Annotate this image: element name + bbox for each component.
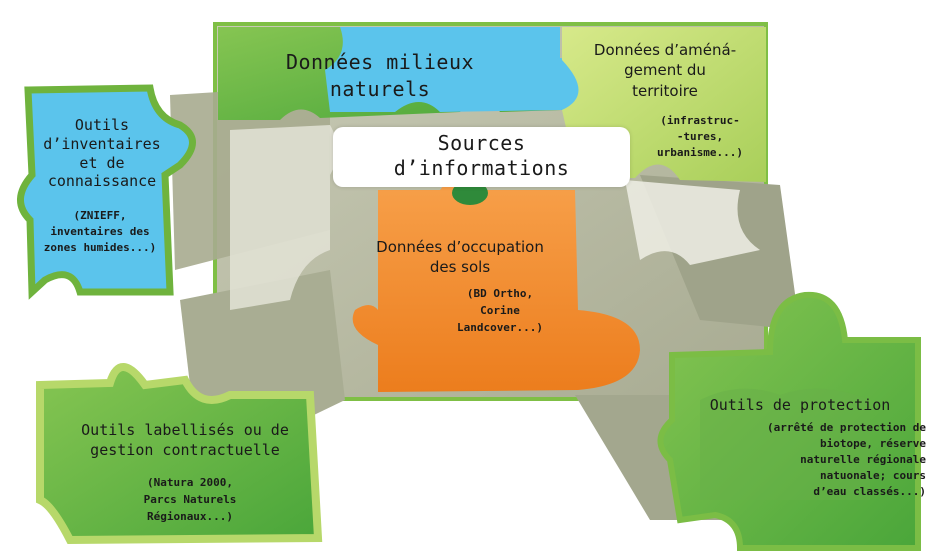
labellises-line1: Outils labellisés ou de	[81, 421, 289, 439]
milieux-label: Données milieux naturels	[240, 52, 520, 100]
labellises-piece	[36, 363, 323, 545]
center-label-box	[333, 127, 630, 187]
occupation-line1: Données d’occupation	[376, 238, 544, 256]
inventaires-detail1: (ZNIEFF,	[73, 209, 127, 222]
inventaires-label: Outils d’inventaires et de connaissance	[28, 116, 176, 191]
labellises-detail2: Parcs Naturels	[143, 493, 237, 507]
inventaires-line3: et de	[79, 153, 125, 172]
inventaires-detail: (ZNIEFF, inventaires des zones humides..…	[20, 208, 180, 256]
protection-line1: Outils de protection	[709, 396, 891, 414]
labellises-detail: (Natura 2000, Parcs Naturels Régionaux..…	[100, 474, 280, 525]
occupation-detail1: (BD Ortho,	[466, 287, 534, 300]
empty-slot-left	[230, 125, 338, 310]
amenagement-detail: (infrastruc- -tures, urbanisme...)	[630, 113, 770, 161]
occupation-line2: des sols	[429, 257, 491, 276]
labellises-detail3: Régionaux...)	[146, 510, 234, 524]
protection-hills	[700, 388, 870, 500]
empty-slot-right	[625, 180, 760, 265]
protection-label: Outils de protection	[680, 396, 920, 414]
inventaires-piece	[17, 84, 196, 300]
center-title-line2: d’informations	[393, 156, 570, 180]
center-title: Sources d’informations	[333, 133, 630, 179]
occupation-label: Données d’occupation des sols	[340, 238, 580, 277]
amenagement-line3: territoire	[632, 81, 698, 100]
protection-detail1: (arrêté de protection de	[767, 421, 926, 434]
milieux-line2: naturels	[329, 77, 431, 101]
inventaires-line1: Outils	[74, 116, 130, 134]
amenagement-detail1: (infrastruc-	[660, 114, 740, 127]
amenagement-line1: Données d’améná-	[593, 41, 737, 59]
amenagement-line2: gement du	[624, 61, 706, 80]
protection-piece	[657, 291, 921, 551]
milieux-line1: Données milieux	[285, 50, 475, 74]
labellises-line2: gestion contractuelle	[90, 441, 280, 460]
occupation-detail: (BD Ortho, Corine Landcover...)	[420, 285, 580, 336]
protection-detail: (arrêté de protection de biotope, réserv…	[690, 420, 926, 500]
amenagement-detail3: urbanisme...)	[656, 145, 744, 159]
inventaires-detail3: zones humides...)	[43, 240, 157, 254]
labellises-label: Outils labellisés ou de gestion contract…	[55, 420, 315, 461]
protection-detail2: biotope, réserve	[820, 436, 926, 450]
milieux-blue-piece	[325, 27, 592, 112]
protection-detail4: natuonale; cours	[820, 468, 926, 482]
inventaires-detail2: inventaires des	[50, 224, 150, 238]
orange-notch	[452, 181, 488, 205]
occupation-detail2: Corine	[480, 304, 520, 318]
inventaires-line4: connaissance	[47, 172, 157, 191]
occupation-detail3: Landcover...)	[456, 321, 544, 335]
labellises-detail1: (Natura 2000,	[146, 476, 234, 489]
center-title-line1: Sources	[437, 131, 526, 155]
protection-detail3: naturelle régionale	[800, 452, 926, 466]
occupation-piece	[352, 180, 640, 392]
amenagement-label: Données d’améná- gement du territoire	[565, 40, 765, 101]
protection-detail5: d’eau classés...)	[813, 484, 926, 498]
amenagement-detail2: -tures,	[676, 129, 724, 143]
inventaires-line2: d’inventaires	[43, 134, 161, 153]
